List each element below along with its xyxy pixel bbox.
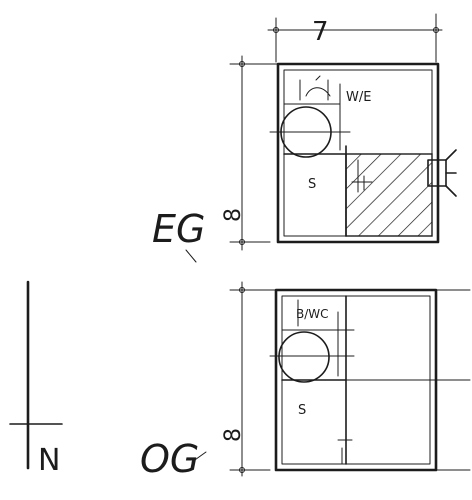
ground-stair-label: S xyxy=(308,177,316,192)
upper-depth-dimension: 8 xyxy=(221,281,285,477)
upper-stair-label: S xyxy=(298,403,306,418)
width-dimension-label: 7 xyxy=(312,17,329,47)
upper-floor-label: OG xyxy=(140,437,199,481)
upper-stair-circle xyxy=(278,331,330,383)
upper-depth-label: 8 xyxy=(221,428,246,442)
ground-depth-dimension: 8 xyxy=(221,55,285,251)
ground-floor-plan: 8 W/E S EG xyxy=(152,55,457,263)
ground-outer-wall xyxy=(276,62,440,244)
ground-washroom-label: W/E xyxy=(346,90,371,105)
upper-washroom-label: B/WC xyxy=(296,307,329,321)
width-dimension: 7 xyxy=(267,13,443,63)
ground-floor-label: EG xyxy=(152,207,205,251)
north-arrow-label: N xyxy=(38,443,60,478)
ground-stair-circle xyxy=(280,106,332,158)
upper-floor-plan: 8 B/WC S OG xyxy=(140,281,471,481)
ground-hatched-area xyxy=(345,153,433,237)
north-arrow: N xyxy=(9,280,63,478)
ground-depth-label: 8 xyxy=(221,208,246,222)
